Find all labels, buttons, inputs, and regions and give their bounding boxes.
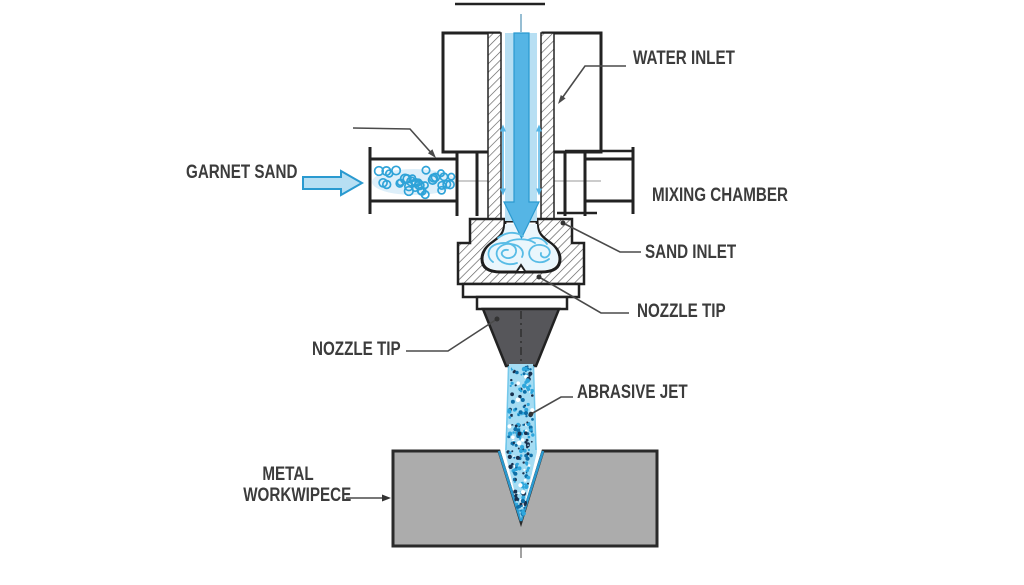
label-garnet-sand: GARNET SAND xyxy=(186,162,298,183)
flow-direction-arrows xyxy=(500,124,542,196)
jet-speckles xyxy=(506,365,536,517)
water-swirl xyxy=(487,231,551,266)
label-sand-inlet: SAND INLET xyxy=(645,242,737,263)
label-nozzle-tip-right: NOZZLE TIP xyxy=(637,301,726,322)
sand-tube-leader xyxy=(352,127,436,158)
garnet-sand-arrow xyxy=(302,169,365,197)
label-mixing-chamber: MIXING CHAMBER xyxy=(652,185,788,206)
label-nozzle-tip-left: NOZZLE TIP xyxy=(312,339,401,360)
abrasive-jet-stream xyxy=(505,364,537,519)
metal-workpiece xyxy=(391,449,659,548)
water-inlet-leader xyxy=(558,65,626,104)
nozzle-tip-left-leader xyxy=(406,316,500,352)
label-metal-workpiece: METAL WORKWIPECE xyxy=(243,464,352,506)
kerf-cut xyxy=(497,450,545,522)
label-water-inlet: WATER INLET xyxy=(633,48,735,69)
sand-inlet-leader xyxy=(560,220,641,253)
nozzle-cone xyxy=(481,307,561,368)
abrasive-jet-leader xyxy=(528,396,573,417)
sand-inlet-tube xyxy=(368,147,479,216)
right-flange xyxy=(563,147,635,216)
sand-particles xyxy=(373,165,456,200)
label-abrasive-jet: ABRASIVE JET xyxy=(577,382,688,403)
label-metal-workpiece-line2: WORKWIPECE xyxy=(243,485,352,506)
nozzle-tip-right-leader xyxy=(536,274,629,314)
nozzle-plates xyxy=(461,282,581,311)
label-metal-workpiece-line1: METAL xyxy=(262,464,314,485)
workpiece-arrow xyxy=(346,494,391,502)
water-tube xyxy=(503,32,540,240)
leader-lines xyxy=(346,65,641,502)
water-inlet-body xyxy=(441,31,632,215)
water-flow-arrow xyxy=(503,32,540,240)
